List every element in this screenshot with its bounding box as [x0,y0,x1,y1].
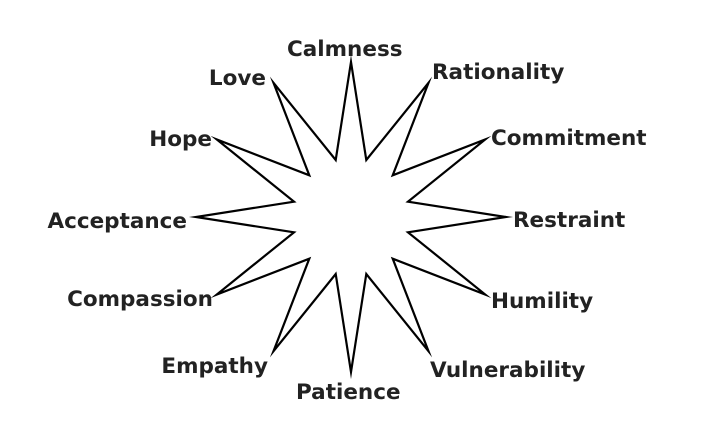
label-calmness: Calmness [287,37,403,62]
label-acceptance: Acceptance [47,209,187,234]
label-restraint: Restraint [513,208,625,233]
label-vulnerability: Vulnerability [430,358,585,383]
label-humility: Humility [491,289,593,314]
label-commitment: Commitment [491,126,647,151]
label-empathy: Empathy [161,354,268,379]
label-compassion: Compassion [67,287,213,312]
label-rationality: Rationality [432,60,564,85]
label-love: Love [209,66,266,91]
label-hope: Hope [149,127,212,152]
label-patience: Patience [296,380,401,405]
twelve-point-star-shape [188,54,514,380]
